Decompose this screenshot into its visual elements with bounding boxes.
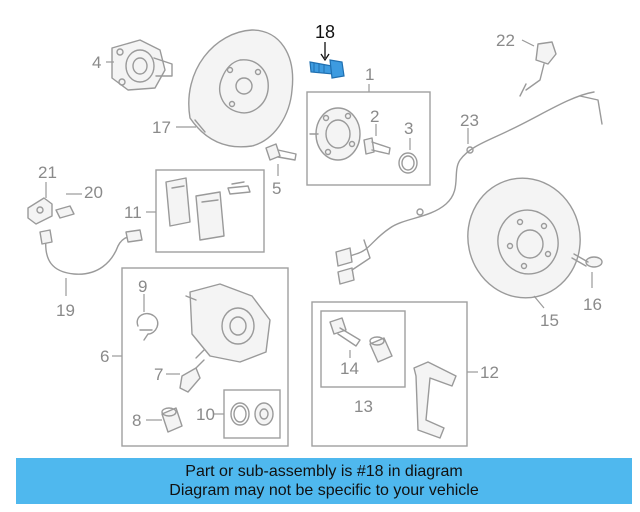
label-3: 3 xyxy=(404,119,413,138)
part-22-sensor xyxy=(519,41,557,97)
label-14: 14 xyxy=(340,359,359,378)
banner-line-1: Part or sub-assembly is #18 in diagram xyxy=(185,463,463,480)
label-8: 8 xyxy=(132,411,141,430)
part-2-axle-bolt xyxy=(363,137,391,155)
part-5-bolt xyxy=(265,143,297,161)
label-6: 6 xyxy=(100,347,109,366)
part-14-boot xyxy=(369,336,393,363)
label-9: 9 xyxy=(138,277,147,296)
frame-6 xyxy=(121,267,289,447)
part-18-bolt xyxy=(309,59,345,79)
part-16-screw xyxy=(571,253,603,268)
frame-13 xyxy=(320,310,406,388)
part-7-bleeder xyxy=(179,359,205,393)
part-6-caliper xyxy=(185,283,271,363)
label-1: 1 xyxy=(365,65,374,84)
label-23: 23 xyxy=(460,111,479,130)
part-8-cap xyxy=(161,407,183,433)
part-10-seals xyxy=(230,402,274,426)
label-22: 22 xyxy=(496,31,515,50)
banner-line-2: Diagram may not be specific to your vehi… xyxy=(169,482,479,499)
label-16: 16 xyxy=(583,295,602,314)
part-11-brake-pads xyxy=(165,177,251,241)
label-5: 5 xyxy=(272,179,281,198)
part-1-hub-bearing xyxy=(309,107,361,161)
label-20: 20 xyxy=(84,183,103,202)
label-17: 17 xyxy=(152,118,171,137)
part-23-harness xyxy=(335,91,603,285)
part-20-clip xyxy=(55,205,75,219)
label-11: 11 xyxy=(124,203,142,222)
frame-11 xyxy=(155,169,265,253)
part-17-dust-shield xyxy=(188,29,294,148)
label-18: 18 xyxy=(315,22,335,42)
part-9-clip xyxy=(136,312,159,341)
info-banner: Part or sub-assembly is #18 in diagram D… xyxy=(16,458,632,504)
label-4: 4 xyxy=(92,53,101,72)
parts-diagram: 4 17 18 1 2 xyxy=(27,22,603,447)
label-19: 19 xyxy=(56,301,75,320)
part-19-sensor-cable xyxy=(39,229,143,275)
label-13: 13 xyxy=(354,397,373,416)
frame-12 xyxy=(311,301,468,447)
part-15-brake-disc xyxy=(467,177,581,299)
label-15: 15 xyxy=(540,311,559,330)
part-4-hub xyxy=(111,39,173,91)
part-21-bracket xyxy=(27,197,53,225)
label-10: 10 xyxy=(196,405,215,424)
label-7: 7 xyxy=(154,365,163,384)
label-21: 21 xyxy=(38,163,57,182)
label-2: 2 xyxy=(370,107,379,126)
part-12-carrier xyxy=(413,361,457,439)
part-3-ring xyxy=(398,152,418,174)
label-12: 12 xyxy=(480,363,499,382)
part-14-guide-pin xyxy=(329,317,361,347)
